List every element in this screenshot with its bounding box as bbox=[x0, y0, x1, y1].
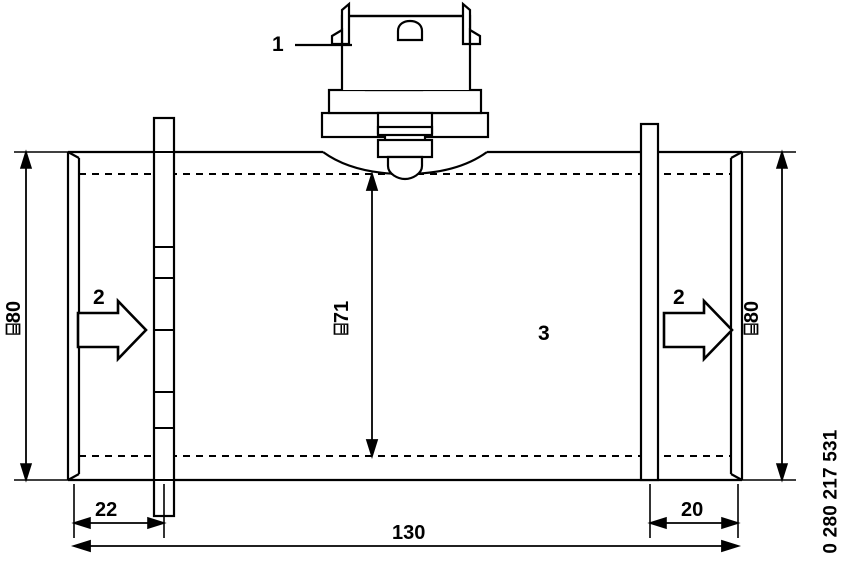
flow-arrow-right-shape bbox=[662, 297, 734, 363]
dimension-130-geometry bbox=[70, 539, 742, 553]
connector-keyway-shape bbox=[396, 19, 424, 42]
dim-80-right-arrow-bottom bbox=[775, 463, 789, 483]
flange-left bbox=[152, 116, 176, 518]
flange-left-body bbox=[152, 116, 176, 518]
dimension-20-label: 20 bbox=[681, 499, 704, 521]
dim-20-arrow-left bbox=[647, 516, 667, 530]
dimension-diameter-71-label: ⌸71 bbox=[331, 300, 353, 336]
flow-arrow-left bbox=[76, 297, 148, 363]
dim-22-arrow-left bbox=[71, 516, 91, 530]
sensor-housing-upper-plate bbox=[327, 88, 483, 115]
flange-left-segments bbox=[154, 151, 174, 481]
probe-tip-rounded bbox=[386, 155, 424, 181]
connector-latch-left-barb bbox=[330, 28, 344, 46]
dimension-diameter-80-right-label: ⌸80 bbox=[741, 300, 763, 336]
connector-keyway bbox=[396, 19, 424, 42]
bore-dashed-lines bbox=[79, 173, 731, 457]
dimension-20-geometry bbox=[647, 484, 741, 538]
probe-collar-lower bbox=[376, 138, 434, 159]
dim-22-arrow-right bbox=[147, 516, 167, 530]
tube-right-chamfer-bottom bbox=[730, 473, 743, 481]
dim-80-left-arrow-bottom bbox=[19, 463, 33, 483]
part-number-label: 0 280 217 531 bbox=[820, 429, 842, 554]
flange-right-body bbox=[639, 122, 660, 482]
callout-2-left-label: 2 bbox=[93, 286, 105, 309]
callout-2-right-label: 2 bbox=[673, 286, 685, 309]
flow-arrow-left-shape bbox=[76, 297, 148, 363]
sensing-element-probe bbox=[376, 111, 434, 181]
dimension-diameter-80-left-label: ⌸80 bbox=[3, 300, 25, 336]
dim-80-left-arrow-top bbox=[19, 149, 33, 169]
dim-71-arrow-bottom bbox=[365, 439, 379, 460]
tube-left-chamfer-bottom bbox=[67, 473, 80, 481]
callout-3-label: 3 bbox=[538, 322, 550, 345]
dimension-130-label: 130 bbox=[392, 522, 426, 544]
dimension-diameter-80-left-geometry bbox=[14, 149, 74, 483]
probe-rib-middle bbox=[376, 125, 434, 137]
dim-20-arrow-right bbox=[721, 516, 741, 530]
dim-130-arrow-right bbox=[721, 539, 742, 553]
dim-80-right-arrow-top bbox=[775, 149, 789, 169]
connector-latch-right-barb bbox=[468, 28, 482, 46]
dimension-22-label: 22 bbox=[95, 499, 118, 521]
connector-body bbox=[340, 14, 472, 90]
tube-left-chamfer-top bbox=[67, 151, 80, 159]
callout-1-label: 1 bbox=[272, 33, 284, 56]
dim-130-arrow-left bbox=[70, 539, 91, 553]
flange-right bbox=[639, 122, 660, 482]
dim-71-arrow-top bbox=[365, 170, 379, 191]
dimension-22-geometry bbox=[71, 484, 167, 538]
flow-arrow-right bbox=[662, 297, 734, 363]
dimension-diameter-80-right-geometry bbox=[736, 149, 796, 483]
dimension-diameter-71-geometry bbox=[365, 170, 379, 460]
tube-right-chamfer-top bbox=[730, 151, 743, 159]
